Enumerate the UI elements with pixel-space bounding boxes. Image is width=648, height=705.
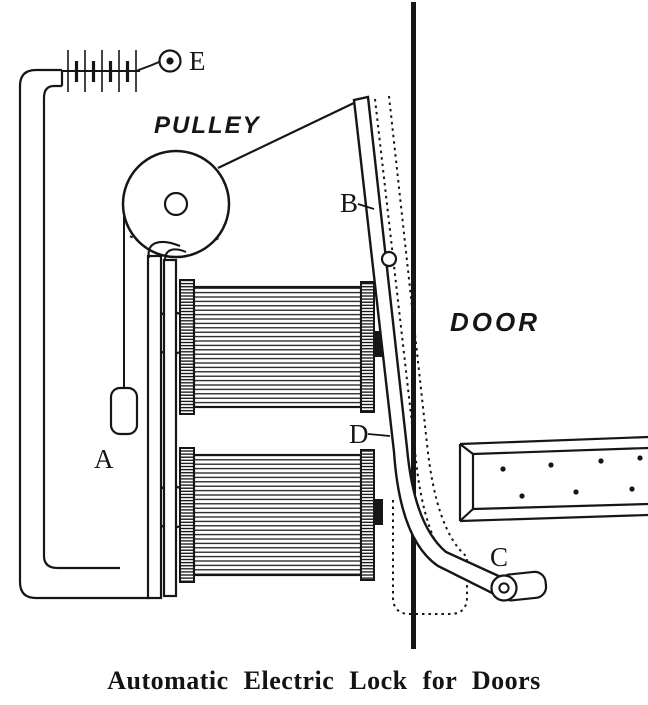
lower-coil-core-stub	[374, 499, 383, 525]
pulley-axle	[163, 191, 189, 217]
upper-coil-flange-left	[179, 279, 195, 415]
lower-coil-body	[192, 453, 363, 577]
screw-dots	[500, 455, 643, 499]
door-label: DOOR	[450, 307, 540, 337]
armature-bar	[146, 240, 187, 600]
strike-plate	[458, 435, 648, 523]
upper-coil-body	[192, 285, 363, 409]
pivot-circle	[380, 250, 398, 268]
battery-symbol	[62, 50, 160, 92]
label-a: A	[94, 444, 114, 474]
label-e: E	[189, 46, 206, 76]
cord-to-bar	[217, 101, 357, 169]
lower-coil-flange-right	[360, 449, 375, 581]
label-b-group: B	[340, 188, 375, 218]
door-edge-line	[411, 2, 416, 649]
label-d-leader	[367, 433, 391, 437]
upper-coil-core-stub	[374, 331, 383, 357]
upper-coil-flange-right	[360, 281, 375, 413]
armature-hook-inner	[164, 248, 187, 261]
lower-coil	[179, 447, 383, 583]
armature-strip	[162, 258, 178, 598]
label-d: D	[349, 419, 369, 449]
label-c: C	[490, 542, 508, 572]
circuit-wire-loop	[18, 68, 150, 600]
pulley-label: PULLEY	[154, 112, 261, 139]
knob-c: C	[490, 542, 548, 602]
pulley-wheel	[121, 149, 231, 259]
dotted-bar-outline	[374, 95, 471, 615]
figure-caption: Automatic Electric Lock for Doors	[107, 666, 541, 695]
label-b: B	[340, 188, 358, 218]
label-d-group: D	[349, 419, 391, 449]
lower-coil-flange-left	[179, 447, 195, 583]
terminal-binding-post: E	[158, 46, 206, 76]
weight-a: A	[94, 386, 139, 474]
wire-inner	[42, 84, 120, 570]
label-b-leader	[357, 203, 375, 210]
wire-outer	[18, 68, 150, 600]
upper-coil	[179, 279, 383, 415]
armature-hook-outer	[147, 240, 181, 259]
